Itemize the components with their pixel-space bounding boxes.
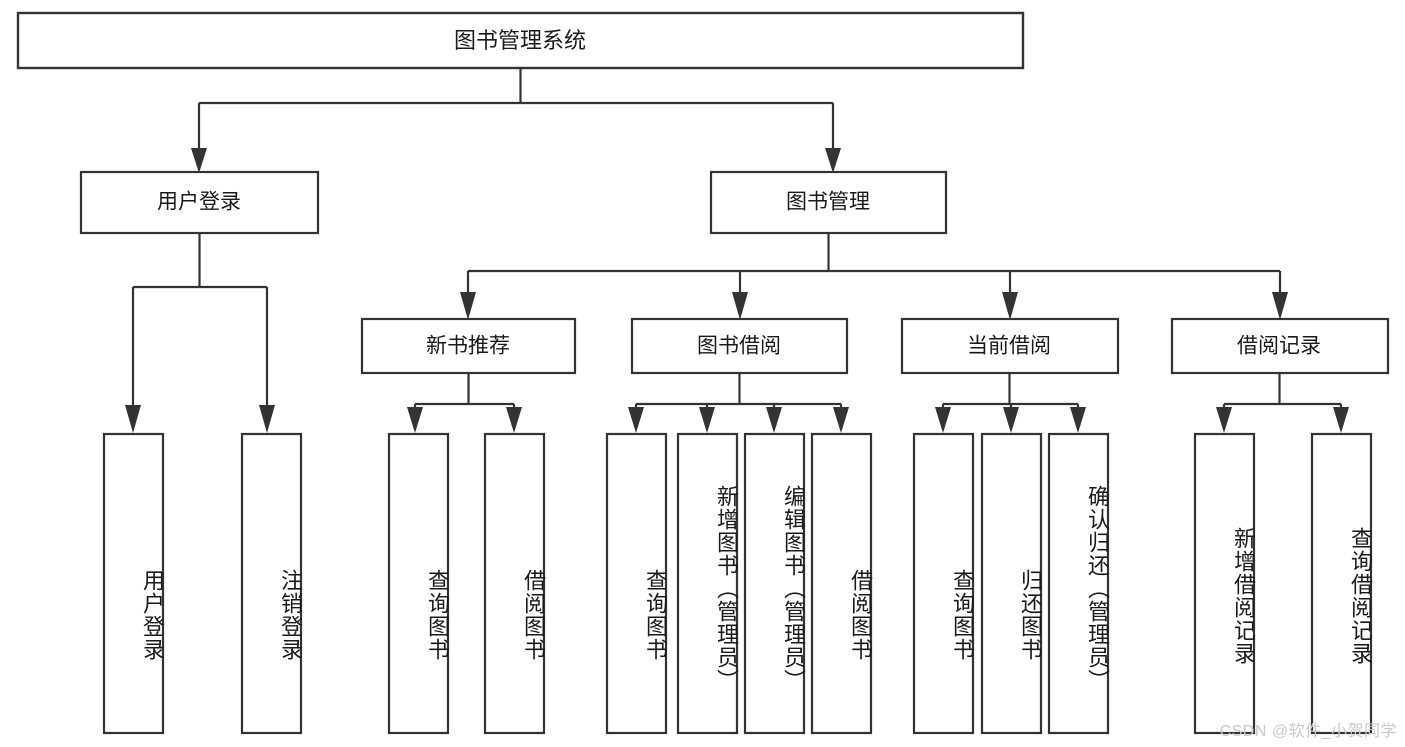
edge-group-current-borrow [935,373,1086,433]
leaf-box-borrow-record-2[interactable] [1310,432,1373,735]
leaf-box-current-borrow-1[interactable] [912,432,975,735]
arrow-book-borrow-leaf-3 [766,407,782,433]
arrow-current-borrow-leaf-1 [935,407,951,433]
arrow-book-manage-to-current-borrow [1002,292,1018,320]
leaf-box-current-borrow-3[interactable] [1047,432,1110,735]
node-book-borrow-box[interactable] [630,317,849,375]
arrow-root-to-user-login [191,148,207,173]
arrow-root-to-book-manage [825,148,841,173]
arrow-book-manage-to-new-book [460,292,476,320]
edge-group-borrow-record [1216,373,1349,433]
leaf-box-book-borrow-4[interactable] [810,432,873,735]
node-user-login-box[interactable] [79,170,320,235]
node-book-borrow-label: 图书借阅 [697,335,781,358]
node-current-borrow-box[interactable] [900,317,1120,375]
csdn-watermark: CSDN @软件_小贺同学 [1219,723,1397,740]
node-borrow-record[interactable]: 借阅记录 [1170,317,1390,375]
arrow-borrow-record-leaf-1 [1216,407,1232,433]
node-root-label: 图书管理系统 [454,28,586,53]
leaf-box-book-borrow-2[interactable] [676,432,739,735]
arrow-borrow-record-leaf-2 [1333,407,1349,433]
edge-group-root [191,68,841,173]
node-book-manage-label: 图书管理 [786,191,870,214]
leaf-box-current-borrow-2[interactable] [980,432,1043,735]
leaf-box-borrow-record-1[interactable] [1193,432,1256,735]
arrow-book-borrow-leaf-2 [699,407,715,433]
arrow-book-manage-to-book-borrow [732,292,748,320]
arrow-user-login-leaf-2 [259,405,275,433]
arrow-user-login-leaf-1 [125,405,141,433]
node-borrow-record-box[interactable] [1170,317,1390,375]
node-book-manage[interactable]: 图书管理 [709,170,948,235]
node-new-book-box[interactable] [360,317,577,375]
node-user-login-label: 用户登录 [157,191,241,214]
leaf-box-new-book-2[interactable] [483,432,546,735]
leaf-box-user-login-2[interactable] [240,432,303,735]
arrow-current-borrow-leaf-3 [1070,407,1086,433]
edge-group-new-book [407,373,522,433]
leaf-box-user-login-1[interactable] [102,432,165,735]
arrow-book-borrow-leaf-1 [628,407,644,433]
leaf-box-new-book-1[interactable] [387,432,450,735]
edge-group-book-manage [460,233,1288,320]
edge-group-user-login [125,233,275,433]
node-new-book[interactable]: 新书推荐 [360,317,577,375]
node-book-manage-box[interactable] [709,170,948,235]
leaf-box-book-borrow-3[interactable] [743,432,806,735]
arrow-new-book-leaf-1 [407,407,423,433]
node-user-login[interactable]: 用户登录 [79,170,320,235]
arrow-current-borrow-leaf-2 [1003,407,1019,433]
node-borrow-record-label: 借阅记录 [1237,335,1321,358]
node-current-borrow-label: 当前借阅 [967,335,1051,358]
arrow-book-borrow-leaf-4 [833,407,849,433]
arrow-new-book-leaf-2 [506,407,522,433]
node-new-book-label: 新书推荐 [426,335,510,358]
node-root[interactable]: 图书管理系统 [16,11,1025,70]
arrow-book-manage-to-borrow-record [1272,292,1288,320]
node-current-borrow[interactable]: 当前借阅 [900,317,1120,375]
edge-group-book-borrow [628,373,849,433]
node-book-borrow[interactable]: 图书借阅 [630,317,849,375]
leaf-box-book-borrow-1[interactable] [605,432,668,735]
node-root-box[interactable] [16,11,1025,70]
